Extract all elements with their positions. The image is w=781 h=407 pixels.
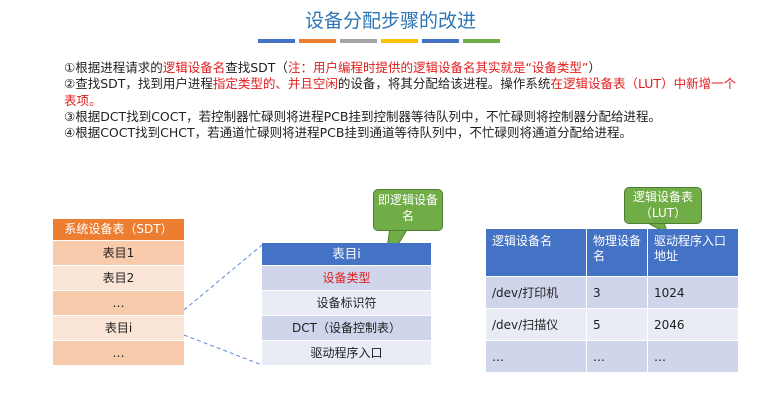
table-row: … … … (486, 340, 739, 372)
title-bar-6 (463, 39, 500, 43)
step-4: ④根据COCT找到CHCT，若通道忙碌则将进程PCB挂到通道等待队列中，不忙碌则… (64, 125, 632, 141)
lut-cell: … (647, 340, 739, 372)
connector-top (183, 244, 263, 311)
sdt-header: 系统设备表（SDT） (53, 219, 184, 240)
title-bar-1 (258, 39, 295, 43)
entry-header: 表目i (262, 243, 431, 265)
title-bar-3 (340, 39, 377, 43)
lut-cell: 5 (586, 308, 648, 341)
lut-cell: /dev/扫描仪 (486, 308, 587, 341)
lut-header-logical: 逻辑设备名 (486, 229, 587, 277)
title-decoration-bars (258, 39, 500, 43)
sdt-row: 表目i (53, 315, 184, 340)
steps-text: ①根据进程请求的逻辑设备名查找SDT（注：用户编程时提供的逻辑设备名其实就是“设… (64, 60, 744, 141)
callout-lut-label: 逻辑设备表（LUT） (624, 187, 702, 224)
lut-cell: … (486, 340, 587, 372)
entry-row-dct: DCT（设备控制表） (262, 315, 431, 340)
lut-header-physical: 物理设备名 (586, 229, 648, 277)
sdt-table: 系统设备表（SDT） 表目1 表目2 … 表目i … (53, 219, 184, 365)
entry-row-device-type: 设备类型 (262, 265, 431, 290)
lut-table: 逻辑设备名 物理设备名 驱动程序入口地址 /dev/打印机 3 1024 /de… (486, 229, 739, 372)
step-3: ③根据DCT找到COCT，若控制器忙碌则将进程PCB挂到控制器等待队列中，不忙碌… (64, 108, 661, 124)
lut-cell: 2046 (647, 308, 739, 341)
connector-bottom (183, 334, 263, 366)
callout-logical-name: 即逻辑设备名 (373, 189, 443, 231)
slide-title: 设备分配步骤的改进 (304, 10, 476, 32)
lut-cell: 1024 (647, 276, 739, 309)
entry-row-driver: 驱动程序入口 (262, 340, 431, 365)
sdt-row: 表目1 (53, 240, 184, 265)
sdt-row: 表目2 (53, 265, 184, 290)
sdt-row: … (53, 290, 184, 315)
entry-row-device-id: 设备标识符 (262, 290, 431, 315)
step-1: ①根据进程请求的逻辑设备名查找SDT（注：用户编程时提供的逻辑设备名其实就是“设… (64, 60, 601, 75)
table-row: /dev/扫描仪 5 2046 (486, 308, 739, 341)
table-row: /dev/打印机 3 1024 (486, 276, 739, 309)
title-bar-5 (422, 39, 459, 43)
lut-cell: … (586, 340, 648, 372)
step-2: ②查找SDT，找到用户进程指定类型的、并且空闲的设备，将其分配给该进程。操作系统… (64, 76, 737, 108)
lut-header-driver: 驱动程序入口地址 (647, 229, 739, 277)
lut-cell: /dev/打印机 (486, 276, 587, 309)
lut-cell: 3 (586, 276, 648, 309)
title-bar-4 (381, 39, 418, 43)
sdt-entry-detail: 表目i 设备类型 设备标识符 DCT（设备控制表） 驱动程序入口 (262, 243, 431, 365)
sdt-row: … (53, 340, 184, 365)
title-bar-2 (299, 39, 336, 43)
